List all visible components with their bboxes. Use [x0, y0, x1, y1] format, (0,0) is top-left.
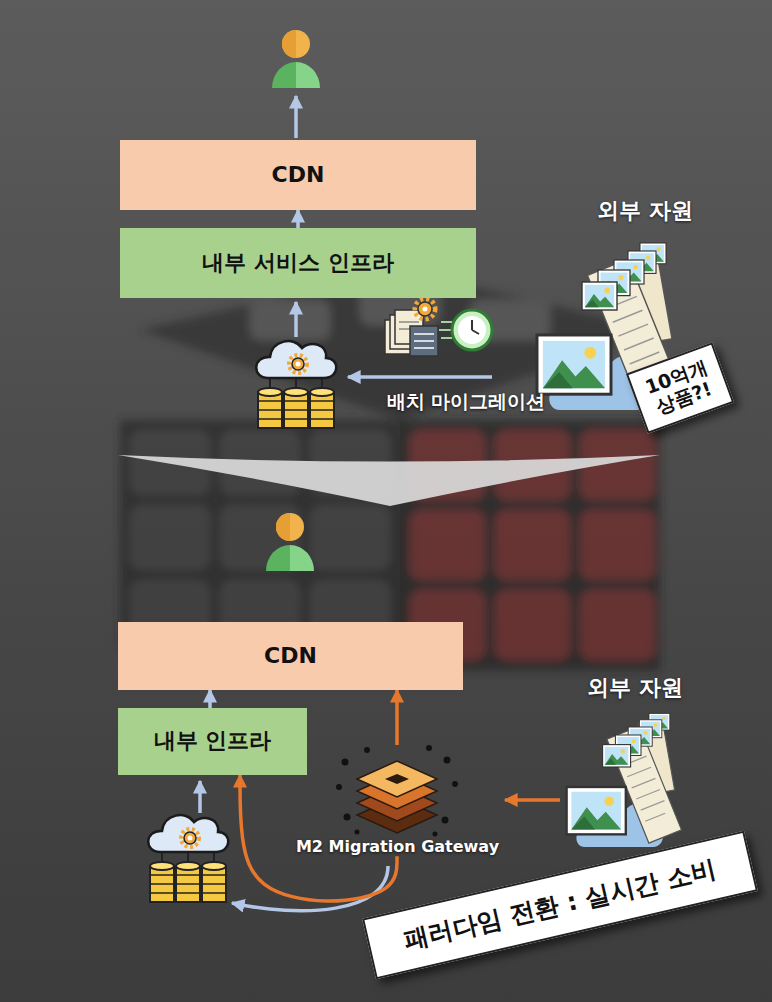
blurred-cube-photo — [410, 510, 485, 580]
flow-arrow — [296, 210, 300, 228]
gateway-icon — [433, 832, 438, 837]
batch-icon — [414, 333, 434, 335]
user-icon — [272, 30, 320, 88]
external-resource-pile — [567, 713, 682, 847]
migration-gateway: M2 Migration Gateway — [290, 745, 505, 856]
node-label: 외부 자원 — [587, 675, 683, 701]
blurred-cube-photo — [130, 505, 210, 570]
blurred-cube-photo — [580, 510, 655, 580]
gateway-icon — [342, 759, 349, 766]
flow-arrow — [294, 96, 298, 138]
batch-icon — [439, 329, 452, 331]
batch-arrow — [348, 375, 492, 379]
database-icon — [148, 815, 228, 902]
callout-text: 패러다임 전환 : 실시간 소비 — [401, 854, 719, 955]
batch-icon — [441, 337, 452, 339]
flow-arrow — [505, 798, 560, 802]
batch-icon — [414, 340, 434, 342]
blurred-cube-photo — [250, 300, 330, 340]
batch-icon — [410, 326, 438, 356]
gateway-icon — [355, 830, 360, 835]
batch-icon — [452, 310, 492, 350]
batch-icon — [399, 321, 419, 323]
node-label: 내부 서비스 인프라 — [202, 250, 393, 276]
batch-icon — [418, 302, 432, 316]
callout-text: 10억개 상품?! — [642, 356, 718, 419]
flow-arrow — [208, 690, 212, 708]
cdn-box: CDN — [120, 140, 476, 210]
node-label: 내부 인프라 — [154, 728, 272, 754]
transition-chevron — [118, 455, 660, 506]
batch-icon — [423, 307, 428, 312]
gateway-icon — [336, 784, 342, 790]
flow-arrow — [294, 302, 298, 337]
flow-arrow — [198, 781, 202, 813]
node-label: M2 Migration Gateway — [296, 837, 499, 856]
blurred-cube-photo — [495, 510, 570, 580]
batch-icon — [414, 347, 434, 349]
gateway-icon — [452, 781, 458, 787]
node-label: 외부 자원 — [597, 198, 693, 224]
batch-icon — [472, 330, 479, 334]
batch-icon — [471, 320, 473, 330]
database-icon — [256, 341, 336, 428]
process-label: 배치 마이그레이션 — [387, 389, 546, 415]
infra-box: 내부 인프라 — [118, 708, 307, 775]
connector-layer — [210, 210, 560, 901]
blurred-cube-photo — [580, 590, 655, 660]
blurred-cube-photo — [310, 505, 390, 570]
gateway-icon — [364, 747, 370, 753]
flow-arrow — [395, 690, 399, 745]
blurred-cube-photo — [495, 590, 570, 660]
gateway-icon — [357, 761, 437, 797]
callout-box: 10억개 상품?! — [626, 342, 735, 433]
node-label: CDN — [264, 643, 317, 669]
gateway-icon — [344, 814, 351, 821]
gateway-icon — [426, 745, 432, 751]
batch-icon — [385, 299, 492, 356]
cdn-box: CDN — [118, 622, 463, 690]
gateway-icon — [444, 757, 451, 764]
user-icon — [266, 513, 314, 571]
batch-icon — [415, 299, 435, 319]
blurred-cube-photo — [120, 420, 400, 650]
gateway-icon — [336, 745, 458, 837]
batch-icon — [458, 316, 486, 344]
gateway-icon — [442, 817, 449, 824]
service-infra-box: 내부 서비스 인프라 — [120, 228, 476, 298]
external-resource: 외부 자원 — [560, 675, 710, 845]
batch-icon — [441, 321, 452, 323]
gateway-icon — [385, 774, 409, 784]
node-label: CDN — [272, 162, 325, 188]
